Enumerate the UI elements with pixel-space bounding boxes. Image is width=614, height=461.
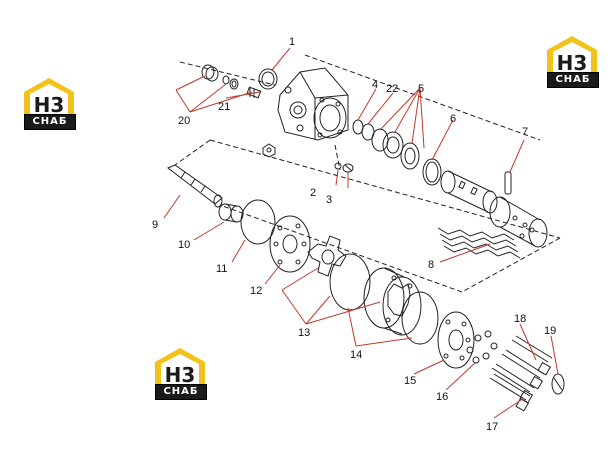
callout-11: 11: [216, 263, 227, 275]
part-14-ring-inner: [329, 253, 371, 311]
logo-top-left: H3 СНАБ: [22, 76, 76, 132]
callout-7: 7: [522, 126, 528, 138]
leader-lines: [163, 47, 559, 419]
logo-plate: СНАБ: [155, 384, 207, 400]
callout-6: 6: [450, 113, 456, 125]
logo-caption: СНАБ: [32, 116, 68, 127]
part-12-plate: [269, 215, 311, 273]
callout-21: 21: [218, 101, 230, 113]
callout-14: 14: [350, 349, 362, 361]
part-16-washers: [466, 330, 498, 364]
house-logo-icon: H3: [547, 36, 597, 74]
part-6-ring: [422, 158, 442, 186]
callout-9: 9: [152, 219, 158, 231]
logo-plate: СНАБ: [24, 114, 76, 130]
part-stator: [363, 267, 422, 336]
part-1-seal: [258, 68, 278, 90]
part-gear-rotor: [307, 235, 347, 277]
assembly-axis-lines: [174, 54, 561, 293]
callout-1: 1: [289, 36, 295, 48]
logo-top-right: H3 СНАБ: [545, 34, 599, 90]
callout-2: 2: [310, 187, 316, 199]
callout-22: 22: [386, 83, 398, 95]
callout-10: 10: [178, 239, 190, 251]
part-11-oring: [240, 199, 276, 245]
callout-13: 13: [298, 327, 310, 339]
logo-letters: H3: [557, 51, 588, 74]
callout-3: 3: [326, 194, 332, 206]
part-17-bolts: [489, 335, 553, 412]
callout-4: 4: [372, 79, 378, 91]
callout-12: 12: [250, 285, 262, 297]
logo-plate: СНАБ: [547, 72, 599, 88]
part-8-springs: [437, 227, 521, 259]
part-15-end-cap: [437, 311, 475, 369]
house-logo-icon: H3: [155, 348, 205, 386]
part-plug-bolt: [262, 143, 276, 158]
callout-8: 8: [428, 259, 434, 271]
callout-19: 19: [544, 325, 556, 337]
house-logo-icon: H3: [24, 78, 74, 116]
logo-letters: H3: [165, 363, 196, 386]
callout-labels: 1 2 3 4 5 6 7 8 9 10 11 12 13 14 15 16 1…: [152, 36, 556, 433]
part-valve-housing: [277, 67, 349, 141]
callout-18: 18: [514, 313, 526, 325]
part-4-ring: [352, 119, 364, 135]
part-10-spacer: [218, 203, 244, 223]
part-2-ball: [334, 162, 342, 170]
part-7-pin: [504, 171, 512, 195]
callout-5: 5: [418, 83, 424, 95]
callout-16: 16: [436, 391, 448, 403]
logo-caption: СНАБ: [555, 74, 591, 85]
logo-caption: СНАБ: [163, 386, 199, 397]
part-3-plug: [342, 163, 354, 173]
callout-17: 17: [486, 421, 498, 433]
part-9-drive-shaft: [167, 164, 223, 208]
part-14-ring-outer: [401, 291, 439, 345]
logo-bottom-left: H3 СНАБ: [153, 346, 207, 402]
callout-20: 20: [178, 115, 190, 127]
logo-letters: H3: [34, 93, 65, 116]
part-19-plate: [551, 373, 565, 395]
callout-15: 15: [404, 375, 416, 387]
part-5-bearing: [371, 128, 420, 170]
part-sleeve: [489, 196, 548, 248]
